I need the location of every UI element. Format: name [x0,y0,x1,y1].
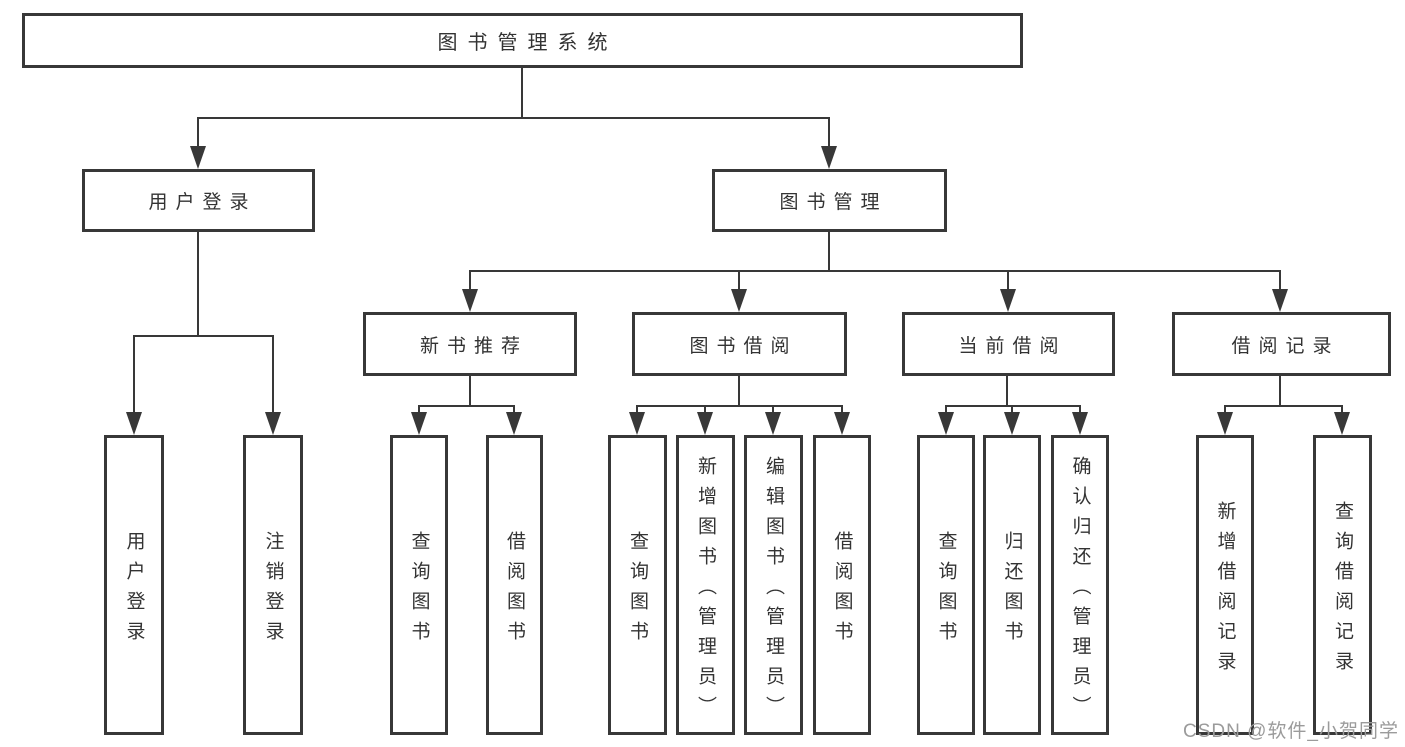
connector-vline [469,376,471,407]
node-user-login: 用户登录 [82,169,315,232]
leaf-confirm-return-admin: 确认归还（管理员） [1051,435,1109,735]
node-library-management-system: 图书管理系统 [22,13,1023,68]
connector-vline [1006,376,1008,407]
leaf-label: 借阅图书 [831,530,853,651]
connector-hline [637,405,842,407]
connector-vline [1007,270,1009,291]
connector-vline [841,405,843,414]
leaf-label: 查询图书 [627,530,648,651]
leaf-return-books: 归还图书 [983,435,1041,735]
arrow-down-icon [126,412,142,435]
arrow-down-icon [462,289,478,312]
leaf-user-login: 用户登录 [104,435,164,735]
connector-hline [133,335,274,337]
arrow-down-icon [265,412,281,435]
connector-vline [704,405,706,414]
arrow-down-icon [938,412,954,435]
connector-vline [772,405,774,414]
arrow-down-icon [1072,412,1088,435]
connector-vline [1279,270,1281,291]
leaf-label: 查询借阅记录 [1332,500,1353,681]
leaf-label: 归还图书 [1001,530,1023,651]
node-current-borrow: 当前借阅 [902,312,1115,376]
leaf-label: 注销登录 [262,530,284,651]
node-label: 当前借阅 [958,335,1067,357]
node-label: 借阅记录 [1231,335,1340,357]
leaf-label: 查询图书 [408,530,430,651]
connector-vline [197,232,199,335]
arrow-down-icon [1000,289,1016,312]
arrow-down-icon [821,146,837,169]
node-book-borrow: 图书借阅 [632,312,847,376]
node-borrow-records: 借阅记录 [1172,312,1391,376]
connector-vline [828,232,830,272]
connector-hline [197,117,830,119]
connector-vline [1279,376,1281,407]
leaf-label: 新增借阅记录 [1214,500,1236,681]
connector-hline [469,270,1281,272]
connector-hline [946,405,1080,407]
arrow-down-icon [506,412,522,435]
leaf-label: 确认归还（管理员） [1069,455,1091,726]
node-label: 用户登录 [148,192,257,213]
leaf-borrow-books-recommend: 借阅图书 [486,435,543,735]
arrow-down-icon [1217,412,1233,435]
connector-vline [636,405,638,414]
leaf-query-borrow-record: 查询借阅记录 [1313,435,1372,735]
arrow-down-icon [697,412,713,435]
connector-vline [738,270,740,291]
connector-vline [272,335,274,414]
leaf-label: 查询图书 [935,530,957,651]
arrow-down-icon [629,412,645,435]
arrow-down-icon [190,146,206,169]
connector-vline [1341,405,1343,414]
node-label: 新书推荐 [419,335,528,357]
leaf-query-books-borrow: 查询图书 [608,435,667,735]
leaf-label: 借阅图书 [504,530,525,651]
connector-vline [1224,405,1226,414]
node-new-book-recommend: 新书推荐 [363,312,577,376]
connector-hline [1224,405,1343,407]
connector-vline [513,405,515,414]
csdn-watermark: CSDN @软件_小贺同学 [1183,721,1399,742]
arrow-down-icon [1004,412,1020,435]
leaf-query-books-recommend: 查询图书 [390,435,448,735]
leaf-label: 用户登录 [123,530,145,651]
node-label: 图书管理 [779,192,888,213]
connector-vline [738,376,740,407]
connector-hline [419,405,515,407]
connector-vline [197,117,199,148]
arrow-down-icon [834,412,850,435]
leaf-edit-books-admin: 编辑图书（管理员） [744,435,803,735]
leaf-label: 新增图书（管理员） [695,455,716,726]
arrow-down-icon [411,412,427,435]
connector-vline [469,270,471,291]
connector-vline [1079,405,1081,414]
arrow-down-icon [1272,289,1288,312]
node-book-management: 图书管理 [712,169,947,232]
connector-vline [1011,405,1013,414]
node-label: 图书管理系统 [437,32,618,54]
leaf-label: 编辑图书（管理员） [763,455,784,726]
leaf-add-books-admin: 新增图书（管理员） [676,435,735,735]
connector-vline [828,117,830,148]
leaf-add-borrow-record: 新增借阅记录 [1196,435,1254,735]
node-label: 图书借阅 [689,335,798,357]
leaf-logout: 注销登录 [243,435,303,735]
connector-vline [945,405,947,414]
arrow-down-icon [1334,412,1350,435]
connector-vline [418,405,420,414]
connector-vline [133,335,135,414]
leaf-borrow-books: 借阅图书 [813,435,871,735]
connector-vline [521,68,523,117]
arrow-down-icon [765,412,781,435]
leaf-query-books-current: 查询图书 [917,435,975,735]
arrow-down-icon [731,289,747,312]
